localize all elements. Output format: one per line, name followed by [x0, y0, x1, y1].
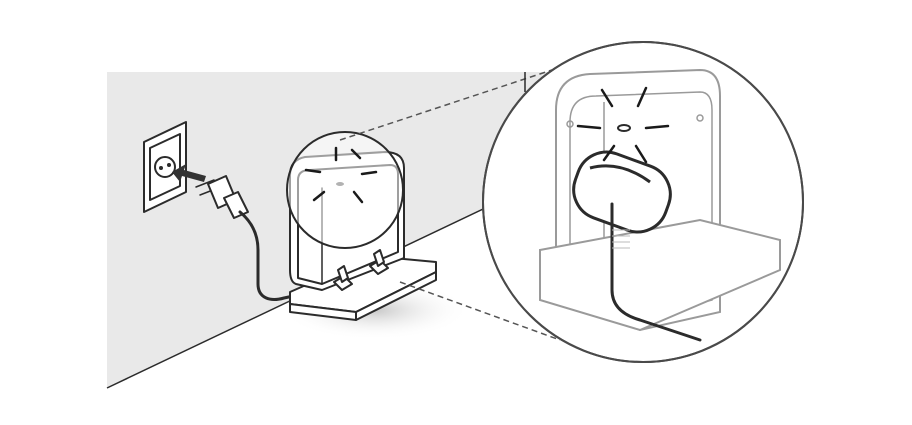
projection-line-top — [339, 63, 571, 141]
focus-circle — [286, 131, 404, 249]
projection-line-bottom — [399, 281, 561, 341]
power-plug-icon — [195, 175, 249, 219]
wall-outlet-icon — [143, 121, 187, 213]
power-cord — [238, 210, 314, 301]
zoom-callout-icon — [482, 41, 804, 363]
insert-arrow-icon — [172, 164, 206, 182]
status-light-rays-icon — [304, 146, 378, 204]
status-light-rays-large-icon — [576, 86, 670, 164]
